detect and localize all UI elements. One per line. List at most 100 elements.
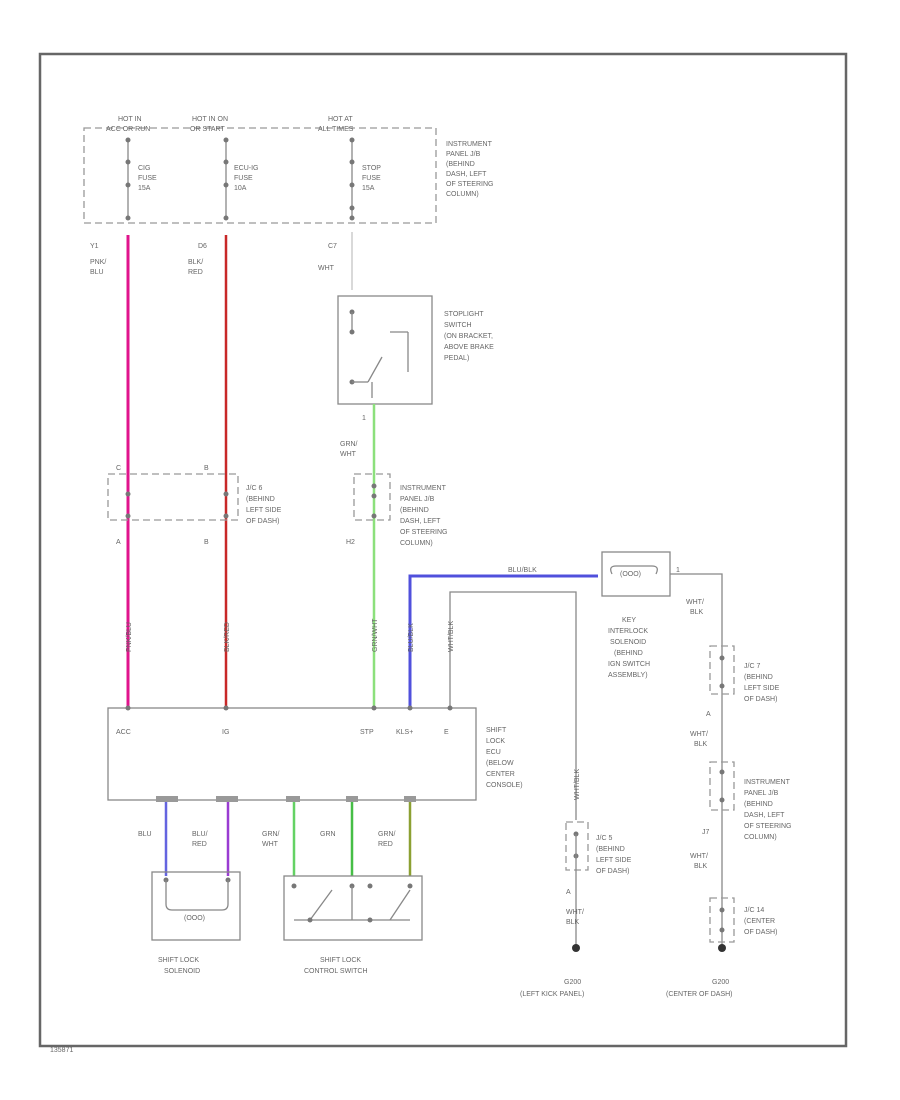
bw-color-grn-wht-a: GRN/	[262, 831, 280, 838]
bw-color-grn-red-b: RED	[378, 841, 393, 848]
jc6-label-0: J/C 6	[246, 485, 262, 492]
jc5-wire-b: BLK	[566, 919, 580, 926]
jc6-label-1: (BEHIND	[246, 496, 275, 503]
wire-right-branch	[670, 573, 723, 640]
solenoid-label-0: SHIFT LOCK	[158, 957, 199, 964]
fuse-box-location-2: (BEHIND	[446, 161, 475, 168]
key-interlock-label-3: (BEHIND	[614, 650, 643, 657]
fuse-name-3: STOP	[362, 165, 381, 172]
shift-lock-ecu: ACC IG STP KLS+ E SHIFT LOCK ECU (BELOW …	[107, 705, 523, 802]
jc5-connector: WHT/BLK J/C 5 (BEHIND LEFT SIDE OF DASH)…	[520, 769, 632, 998]
fuse-name-1: CIG	[138, 165, 150, 172]
top-wire-labels: Y1 PNK/ BLU D6 BLK/ RED C7 WHT	[90, 243, 337, 276]
ipjb2-label-0: INSTRUMENT	[400, 485, 447, 492]
jc5-vert-wire: WHT/BLK	[574, 769, 581, 800]
wire-blu-blk	[408, 574, 598, 708]
ipjb3-label-2: (BEHIND	[744, 801, 773, 808]
jc14-label-1: (CENTER	[744, 918, 775, 925]
fuse-box-location-0: INSTRUMENT	[446, 141, 493, 148]
wire-pin-d6: D6	[198, 243, 207, 250]
ipjb2-label-5: COLUMN)	[400, 540, 433, 547]
fuse-label-2: FUSE	[234, 175, 253, 182]
wire-color-d6-a: BLK/	[188, 259, 203, 266]
wire-color-d6-b: RED	[188, 269, 203, 276]
stoplight-out-color-a: GRN/	[340, 441, 358, 448]
jc5-label-1: (BEHIND	[596, 846, 625, 853]
ground-left-name: G200	[564, 979, 581, 986]
hot-label-2: HOT IN ON	[192, 116, 228, 123]
hot-label-3: HOT AT	[328, 116, 353, 123]
jc6-connector: C B A B J/C 6 (BEHIND LEFT SIDE OF DASH)	[107, 465, 282, 546]
ipjb3-label-5: COLUMN)	[744, 834, 777, 841]
solenoid-label-1: SOLENOID	[164, 968, 200, 975]
jc5-label-0: J/C 5	[596, 835, 612, 842]
jc5-pin: A	[566, 889, 571, 896]
ecu-pin-kls: KLS+	[396, 729, 413, 736]
jc14-label-0: J/C 14	[744, 907, 764, 914]
ipjb3-label-1: PANEL J/B	[744, 790, 779, 797]
shift-lock-solenoid: (OOO) SHIFT LOCK SOLENOID	[151, 871, 241, 975]
jc6-pin-bottom-1: A	[116, 539, 121, 546]
wire-color-y1-b: BLU	[90, 269, 104, 276]
jc14-label-2: OF DASH)	[744, 929, 777, 936]
vert-label-grn-wht: GRN/WHT	[372, 618, 379, 652]
stoplight-switch: STOPLIGHT SWITCH (ON BRACKET, ABOVE BRAK…	[337, 295, 494, 458]
ground-right-symbol	[718, 944, 726, 952]
jc6-pin-top-1: C	[116, 465, 121, 472]
ecu-pin-stp: STP	[360, 729, 374, 736]
right-ground-chain: J/C 7 (BEHIND LEFT SIDE OF DASH) A WHT/ …	[666, 640, 791, 998]
fuse-label-3: FUSE	[362, 175, 381, 182]
wire-pin-c7: C7	[328, 243, 337, 250]
key-interlock-out-a: WHT/	[686, 599, 704, 606]
jc5-label-2: LEFT SIDE	[596, 857, 632, 864]
jc7-label-2: LEFT SIDE	[744, 685, 780, 692]
footer-code: 135871	[50, 1047, 73, 1054]
ecu-label-2: ECU	[486, 749, 501, 756]
stoplight-label-0: STOPLIGHT	[444, 311, 484, 318]
bw-color-blu: BLU	[138, 831, 152, 838]
jc7-label-0: J/C 7	[744, 663, 760, 670]
ipjb2-label-2: (BEHIND	[400, 507, 429, 514]
ecu-label-4: CENTER	[486, 771, 515, 778]
vert-label-blk-red: BLK/RED	[224, 622, 231, 652]
diagram-border	[38, 52, 848, 1048]
stoplight-out-color-b: WHT	[340, 451, 357, 458]
hot-sublabel-1: ACC OR RUN	[106, 126, 150, 133]
ground-left-location: (LEFT KICK PANEL)	[520, 991, 584, 998]
wire-color-y1-a: PNK/	[90, 259, 106, 266]
key-interlock-coil: (OOO)	[620, 571, 641, 578]
jc6-label-3: OF DASH)	[246, 518, 279, 525]
fuse-box: HOT IN ACC OR RUN HOT IN ON OR START HOT…	[83, 116, 493, 224]
ecu-label-0: SHIFT	[486, 727, 507, 734]
jc5-label-3: OF DASH)	[596, 868, 629, 875]
key-interlock-label-4: IGN SWITCH	[608, 661, 650, 668]
ipjb2-pin: H2	[346, 539, 355, 546]
hot-sublabel-2: OR START	[190, 126, 225, 133]
control-switch-label-0: SHIFT LOCK	[320, 957, 361, 964]
bw-color-grn-wht-b: WHT	[262, 841, 279, 848]
key-interlock-wire-label: BLU/BLK	[508, 567, 537, 574]
ecu-pin-acc: ACC	[116, 729, 131, 736]
bw-color-grn: GRN	[320, 831, 336, 838]
fuse-name-2: ECU-IG	[234, 165, 259, 172]
vert-label-wht-blk: WHT/BLK	[448, 621, 455, 652]
fuse-rating-2: 10A	[234, 185, 247, 192]
jc6-pin-bottom-2: B	[204, 539, 209, 546]
ipjb3-pin: J7	[702, 829, 710, 836]
fuse-box-location-5: COLUMN)	[446, 191, 479, 198]
key-interlock-label-2: SOLENOID	[610, 639, 646, 646]
fuse-rating-1: 15A	[138, 185, 151, 192]
vert-label-blu-blk: BLU/BLK	[408, 623, 415, 652]
ecu-label-3: (BELOW	[486, 760, 514, 767]
key-interlock-out-b: BLK	[690, 609, 704, 616]
jc7-label-3: OF DASH)	[744, 696, 777, 703]
key-interlock-label-5: ASSEMBLY)	[608, 672, 648, 679]
hot-sublabel-3: ALL TIMES	[318, 126, 354, 133]
ipjb3-label-4: OF STEERING	[744, 823, 791, 830]
fuse-box-location-1: PANEL J/B	[446, 151, 481, 158]
bw-color-grn-red-a: GRN/	[378, 831, 396, 838]
wire-pin-y1: Y1	[90, 243, 99, 250]
stoplight-label-4: PEDAL)	[444, 355, 469, 362]
ecu-label-1: LOCK	[486, 738, 505, 745]
jc6-label-2: LEFT SIDE	[246, 507, 282, 514]
